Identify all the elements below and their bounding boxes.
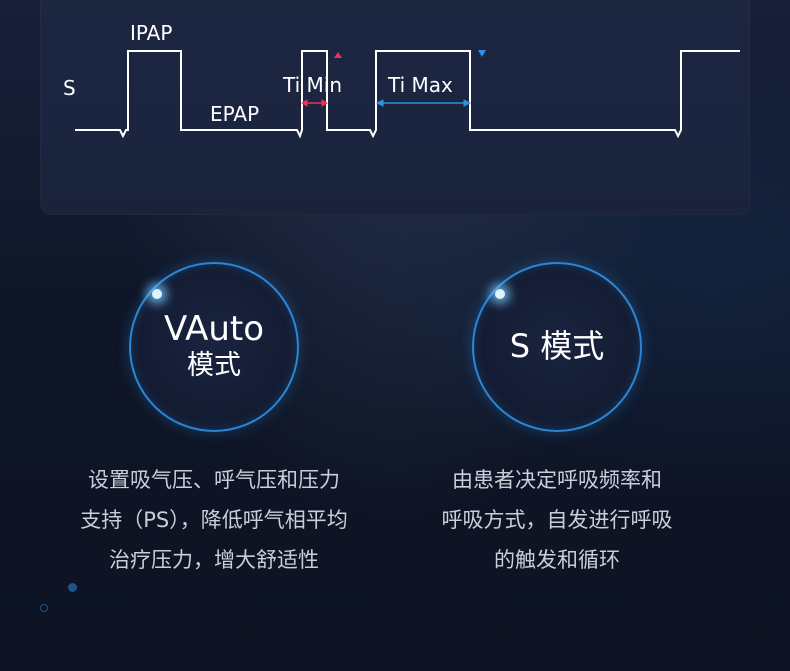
ti-max-arrow <box>375 99 472 107</box>
ipap-label: IPAP <box>130 21 173 45</box>
s-desc-line: 的触发和循环 <box>494 548 620 572</box>
ti-min-label: Ti Min <box>283 73 343 97</box>
waveform-diagram <box>75 50 740 139</box>
ti-min-marker <box>334 52 342 58</box>
vauto-mode-circle: VAuto 模式 <box>129 262 299 432</box>
vauto-mode-description: 设置吸气压、呼气压和压力 支持（PS），降低呼气相平均 治疗压力，增大舒适性 <box>54 460 374 580</box>
ti-max-marker <box>478 50 486 57</box>
ti-min-arrow <box>301 99 328 107</box>
s-mode-block: S 模式 由患者决定呼吸频率和 呼吸方式，自发进行呼吸 的触发和循环 <box>397 262 717 580</box>
circle-glow-icon <box>495 289 505 299</box>
s-mode-title: S 模式 <box>509 327 605 366</box>
mode-label-s: S <box>63 76 76 100</box>
vauto-desc-line: 治疗压力，增大舒适性 <box>109 548 319 572</box>
vauto-desc-line: 支持（PS），降低呼气相平均 <box>80 508 348 532</box>
s-mode-description: 由患者决定呼吸频率和 呼吸方式，自发进行呼吸 的触发和循环 <box>397 460 717 580</box>
s-desc-line: 由患者决定呼吸频率和 <box>452 468 662 492</box>
vauto-mode-title: VAuto <box>163 308 265 349</box>
vauto-desc-line: 设置吸气压、呼气压和压力 <box>88 468 340 492</box>
s-mode-circle: S 模式 <box>472 262 642 432</box>
pressure-waveform <box>75 50 740 139</box>
decorative-dot <box>68 583 77 592</box>
vauto-mode-subtitle: 模式 <box>187 350 241 382</box>
epap-label: EPAP <box>210 102 260 126</box>
circle-glow-icon <box>152 289 162 299</box>
decorative-dot <box>40 604 48 612</box>
ti-max-label: Ti Max <box>388 73 453 97</box>
waveform-panel <box>40 0 750 215</box>
vauto-mode-block: VAuto 模式 设置吸气压、呼气压和压力 支持（PS），降低呼气相平均 治疗压… <box>54 262 374 580</box>
s-desc-line: 呼吸方式，自发进行呼吸 <box>441 508 673 532</box>
